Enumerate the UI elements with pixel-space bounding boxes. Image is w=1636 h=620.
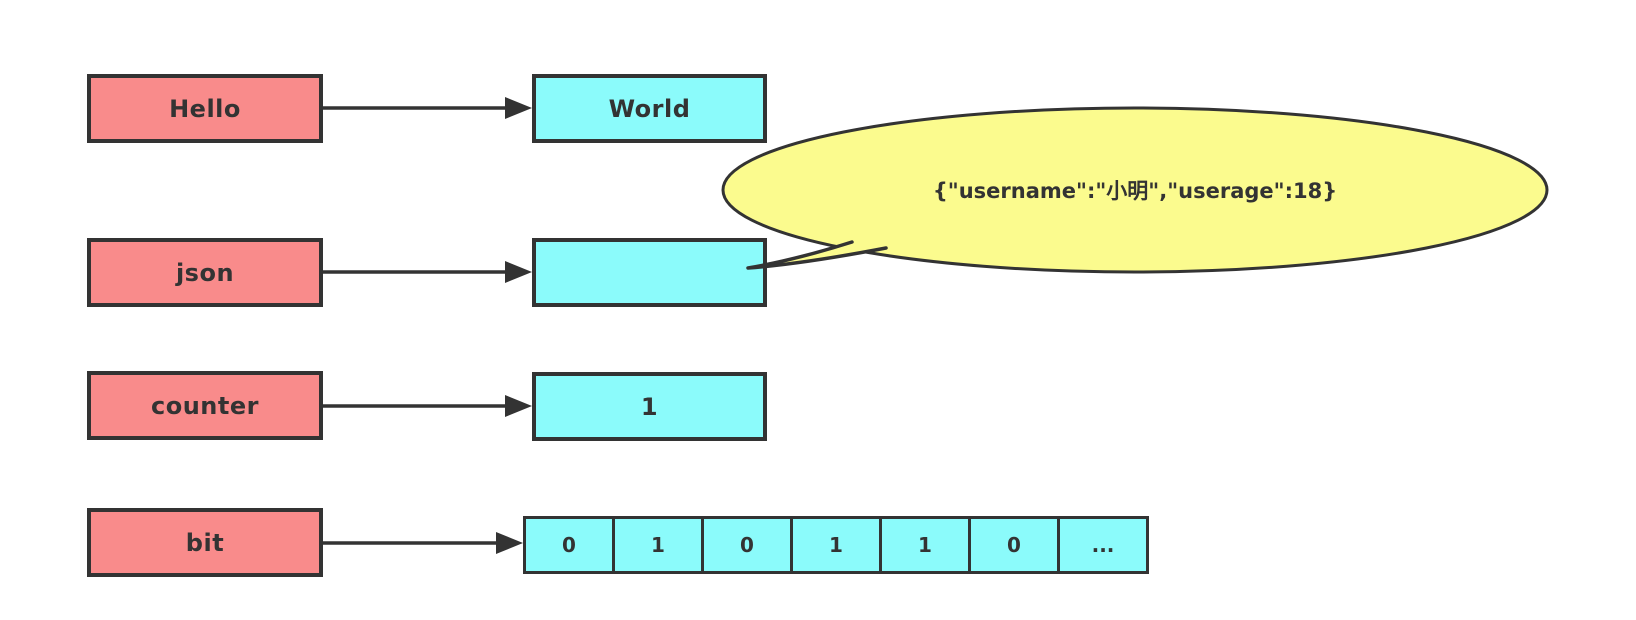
bit-cell: 0 bbox=[971, 519, 1060, 571]
value-label-world: World bbox=[608, 94, 691, 123]
key-label-json: json bbox=[175, 258, 235, 287]
key-label-counter: counter bbox=[151, 391, 259, 420]
speech-bubble-text: {"username":"小明","userage":18} bbox=[933, 179, 1337, 203]
arrow-head-icon bbox=[505, 261, 532, 283]
key-box-counter: counter bbox=[87, 371, 323, 440]
key-label-hello: Hello bbox=[169, 94, 241, 123]
arrow-bit-strip bbox=[323, 532, 523, 554]
arrow-head-icon bbox=[496, 532, 523, 554]
key-box-hello: Hello bbox=[87, 74, 323, 143]
arrow-head-icon bbox=[505, 97, 532, 119]
bit-cell: 0 bbox=[526, 519, 615, 571]
arrow-hello-world bbox=[321, 97, 532, 119]
speech-bubble: {"username":"小明","userage":18} bbox=[721, 106, 1549, 274]
bit-cell: 1 bbox=[793, 519, 882, 571]
value-box-counter: 1 bbox=[532, 372, 767, 441]
arrow-counter-value bbox=[321, 395, 532, 417]
bit-cell: 1 bbox=[882, 519, 971, 571]
bit-cell: 1 bbox=[615, 519, 704, 571]
key-box-bit: bit bbox=[87, 508, 323, 577]
speech-bubble-tail-outline bbox=[746, 240, 888, 270]
bit-cell: 0 bbox=[704, 519, 793, 571]
speech-bubble-ellipse bbox=[721, 106, 1549, 274]
bit-array-strip: 0 1 0 1 1 0 ... bbox=[523, 516, 1149, 574]
arrow-json-value bbox=[321, 261, 532, 283]
speech-bubble-tail bbox=[748, 242, 886, 268]
key-box-json: json bbox=[87, 238, 323, 307]
arrow-head-icon bbox=[505, 395, 532, 417]
value-label-counter: 1 bbox=[640, 392, 659, 421]
value-box-world: World bbox=[532, 74, 767, 143]
value-box-json bbox=[532, 238, 767, 307]
key-label-bit: bit bbox=[185, 528, 225, 557]
bit-cell-ellipsis: ... bbox=[1091, 533, 1115, 557]
